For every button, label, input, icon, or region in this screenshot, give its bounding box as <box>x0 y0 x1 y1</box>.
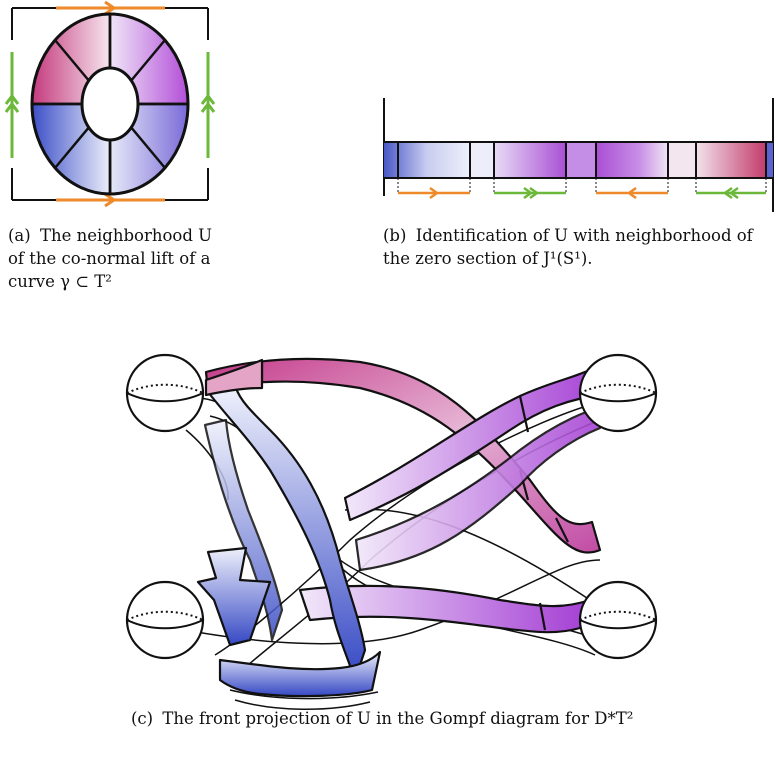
strip-arrow-green-1 <box>494 186 566 200</box>
caption-b-label: (b) <box>383 226 407 245</box>
caption-b: (b) Identification of U with neighborhoo… <box>383 224 778 270</box>
green-edge-arrows <box>4 52 216 158</box>
jet-strip <box>383 98 774 212</box>
band-violet-2 <box>354 403 608 572</box>
sphere-top-right <box>578 353 658 433</box>
caption-b-text: Identification of U with neighborhood of… <box>383 226 753 268</box>
strip-arrow-green-2 <box>696 186 766 200</box>
band-blue-bottom <box>218 650 382 698</box>
cusp-blue <box>196 546 272 647</box>
strip-arrow-orange-1 <box>398 186 470 200</box>
caption-a-label: (a) <box>8 226 31 245</box>
caption-c: (c) The front projection of U in the Gom… <box>131 707 671 730</box>
sphere-bottom-left <box>125 580 205 660</box>
caption-c-label: (c) <box>131 709 154 728</box>
orange-edge-arrows <box>56 0 165 208</box>
strip-arrow-orange-2 <box>596 186 668 200</box>
gompf-diagram <box>125 353 658 710</box>
caption-a-text: The neighborhood U of the co-normal lift… <box>8 226 213 291</box>
caption-a: (a) The neighborhood U of the co-normal … <box>8 224 218 293</box>
annulus <box>30 12 190 196</box>
caption-c-text: The front projection of U in the Gompf d… <box>162 709 634 728</box>
sphere-bottom-right <box>578 580 658 660</box>
sphere-top-left <box>125 353 205 433</box>
